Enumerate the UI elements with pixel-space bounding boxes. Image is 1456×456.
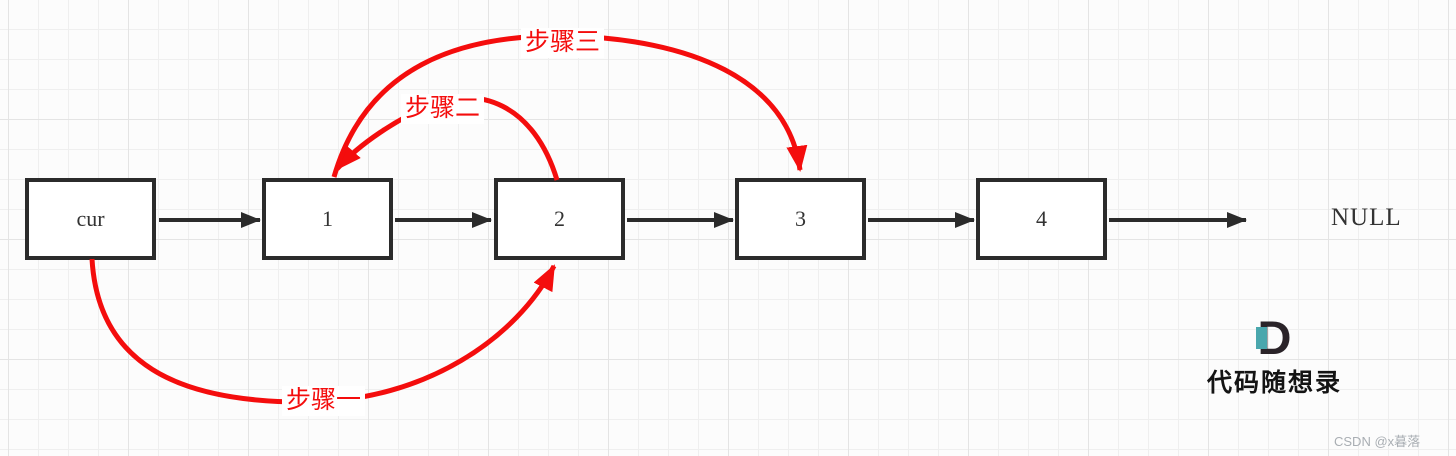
brand-logo-teal-block-icon [1255, 327, 1267, 349]
step1-label: 步骤一 [282, 386, 366, 416]
node-box-1: 1 [262, 178, 393, 260]
null-terminator-label: NULL [1331, 204, 1402, 231]
brand-watermark: D 代码随想录 [1192, 314, 1357, 399]
node-box-cur: cur [25, 178, 156, 260]
node-label-1: 1 [322, 206, 333, 231]
node-box-2: 2 [494, 178, 625, 260]
node-box-3: 3 [735, 178, 866, 260]
step3-label: 步骤三 [521, 28, 605, 58]
node-label-2: 2 [554, 206, 565, 231]
node-label-4: 4 [1036, 206, 1047, 231]
brand-name: 代码随想录 [1206, 370, 1342, 397]
node-label-3: 3 [795, 206, 806, 231]
brand-logo: D [1255, 314, 1291, 361]
step2-label: 步骤二 [401, 94, 485, 124]
node-box-4: 4 [976, 178, 1107, 260]
node-label-cur: cur [76, 206, 105, 231]
step1-curve-arrow [89, 258, 557, 405]
csdn-credit: CSDN @x暮落 [1334, 434, 1421, 449]
